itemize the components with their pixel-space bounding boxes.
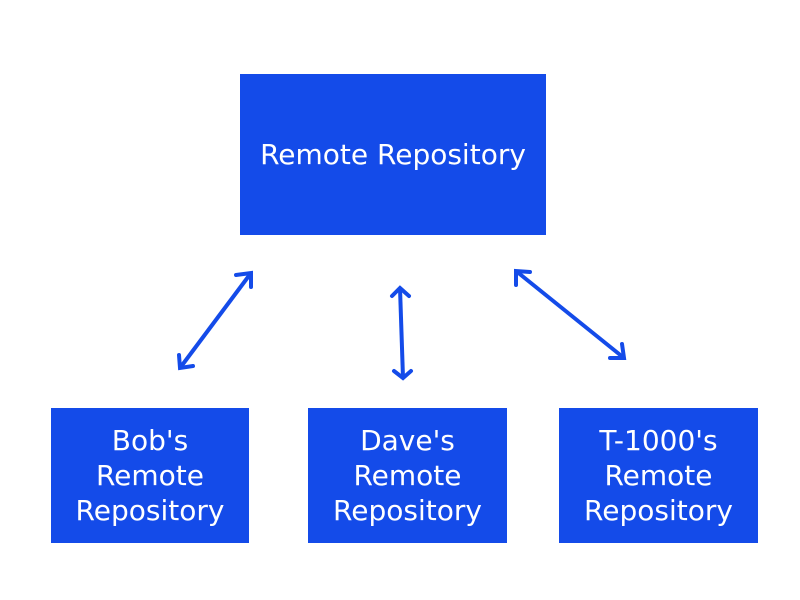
arrow-main-t1000-head-top	[514, 268, 532, 287]
arrow-main-t1000-head-bottom	[608, 342, 627, 360]
arrow-main-t1000-line	[514, 269, 626, 360]
t1000-remote-repository-node: T-1000's Remote Repository	[559, 408, 758, 543]
arrow-main-bob-head-top	[234, 270, 253, 289]
arrow-main-bob	[177, 270, 253, 371]
main-remote-repository-label: Remote Repository	[260, 138, 526, 171]
dave-remote-repository-node: Dave's Remote Repository	[308, 408, 507, 543]
arrow-main-t1000	[514, 268, 627, 360]
arrow-main-dave-head-bottom	[392, 369, 413, 381]
arrow-main-dave-head-top	[390, 285, 411, 298]
arrow-main-dave	[390, 285, 413, 381]
arrow-main-dave-line	[398, 287, 405, 379]
main-remote-repository-node: Remote Repository	[240, 74, 546, 235]
arrow-main-bob-head-bottom	[177, 353, 195, 371]
bob-remote-repository-node: Bob's Remote Repository	[51, 408, 249, 543]
arrow-main-bob-line	[178, 271, 253, 370]
t1000-remote-repository-label: T-1000's Remote Repository	[584, 424, 733, 527]
dave-remote-repository-label: Dave's Remote Repository	[333, 424, 482, 527]
bob-remote-repository-label: Bob's Remote Repository	[75, 424, 225, 527]
